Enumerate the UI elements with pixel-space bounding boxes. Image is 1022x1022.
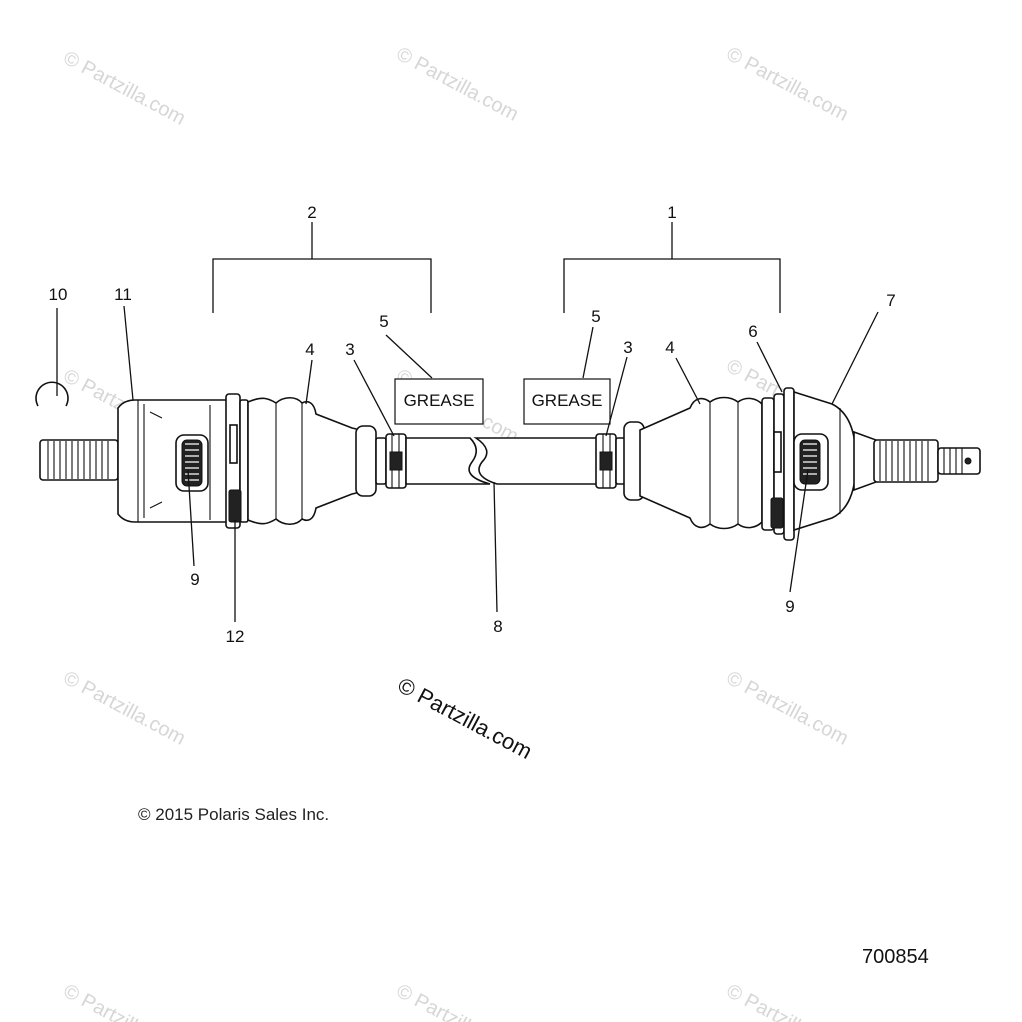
callout-7: 7 (886, 291, 895, 310)
callout-4-right: 4 (665, 338, 674, 357)
callout-5-left: 5 (379, 312, 388, 331)
callout-6: 6 (748, 322, 757, 341)
copyright-notice: © 2015 Polaris Sales Inc. (138, 805, 330, 824)
watermark-text: © Partzilla.com (723, 980, 852, 1022)
callout-numbers: 2 1 10 11 4 3 5 5 3 4 6 7 9 12 8 9 (49, 203, 896, 646)
watermark-text: © Partzilla.com (393, 980, 522, 1022)
axle-shaft (405, 437, 599, 485)
callout-8: 8 (493, 617, 502, 636)
grease-label-right: GREASE (523, 378, 611, 425)
leader-lines (56, 305, 879, 622)
watermark-text: © Partzilla.com (60, 47, 189, 130)
right-boot-clamp (595, 433, 627, 489)
grease-label-left: GREASE (394, 378, 484, 425)
watermark-center: © Partzilla.com (394, 672, 537, 764)
callout-9-left: 9 (190, 570, 199, 589)
right-boot (623, 396, 763, 530)
callout-1: 1 (667, 203, 676, 222)
drawing-number: 700854 (862, 946, 929, 968)
callout-2: 2 (307, 203, 316, 222)
watermark-layer: © Partzilla.com © Partzilla.com © Partzi… (60, 43, 852, 1022)
watermark-text: © Partzilla.com (60, 667, 189, 750)
snap-ring-circlip (35, 381, 69, 407)
grease-text: GREASE (404, 391, 475, 410)
right-cv-joint (761, 387, 981, 541)
watermark-text: © Partzilla.com (60, 980, 189, 1022)
callout-4-left: 4 (305, 340, 314, 359)
left-cv-joint (39, 393, 249, 529)
callout-10: 10 (49, 285, 68, 304)
watermark-text: © Partzilla.com (393, 43, 522, 126)
bracket-assembly-1 (563, 258, 781, 313)
left-boot (247, 396, 377, 526)
callout-11: 11 (114, 285, 132, 304)
callout-12: 12 (226, 627, 245, 646)
bracket-assembly-2 (212, 258, 432, 313)
callout-9-right: 9 (785, 597, 794, 616)
watermark-text: © Partzilla.com (723, 667, 852, 750)
callout-3-right: 3 (623, 338, 632, 357)
left-spline-lines (47, 441, 109, 479)
left-boot-clamp (375, 433, 407, 489)
grease-text: GREASE (532, 391, 603, 410)
callout-3-left: 3 (345, 340, 354, 359)
callout-5-right: 5 (591, 307, 600, 326)
watermark-text: © Partzilla.com (723, 43, 852, 126)
